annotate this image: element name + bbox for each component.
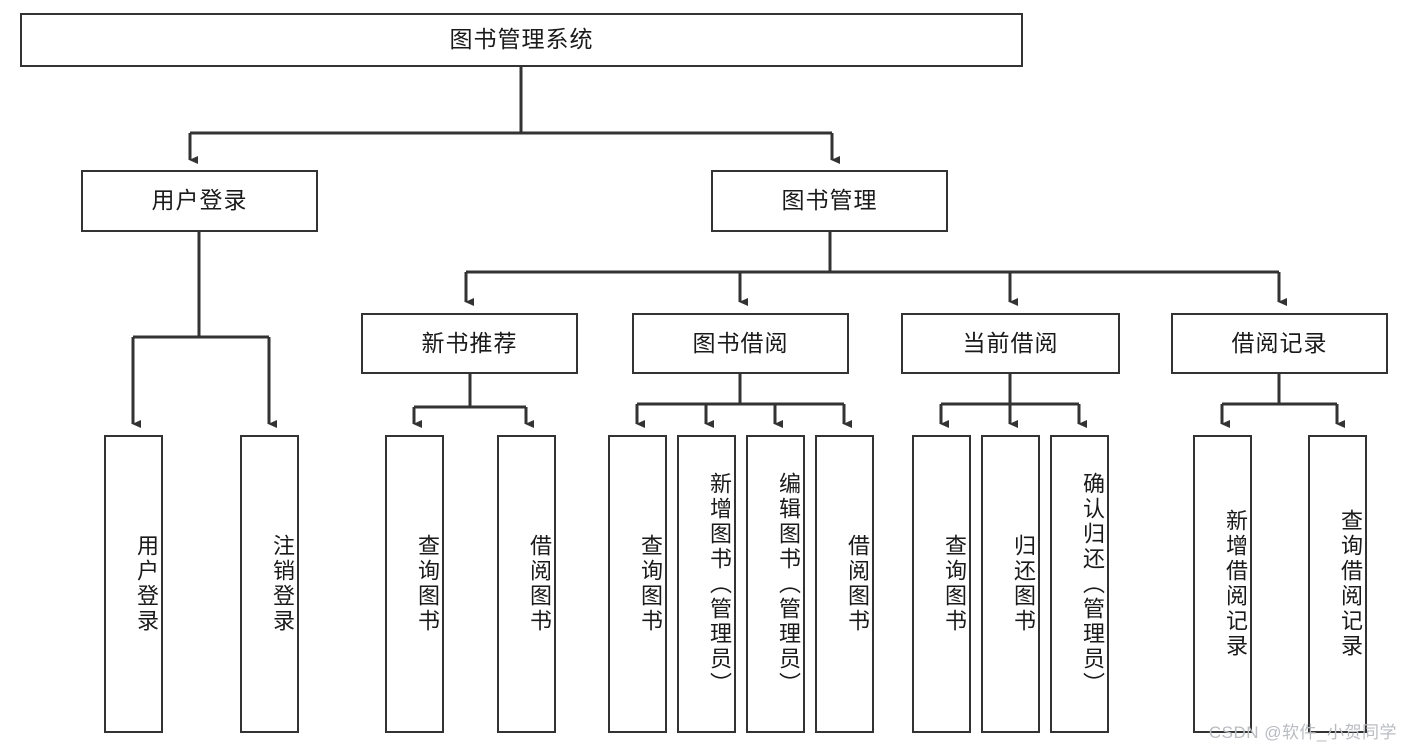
- leaf-node-query-book-recommend[interactable]: 查询图书: [385, 435, 444, 733]
- node-root-book-management-system[interactable]: 图书管理系统: [20, 13, 1023, 67]
- node-label: 注销登录: [270, 534, 295, 634]
- leaf-node-edit-book[interactable]: 编辑图书（管理员）: [746, 435, 805, 733]
- node-label: 编辑图书（管理员）: [776, 471, 801, 697]
- node-borrow-record[interactable]: 借阅记录: [1171, 313, 1388, 374]
- leaf-node-borrow-book-recommend[interactable]: 借阅图书: [497, 435, 556, 733]
- node-label: 用户登录: [151, 187, 248, 214]
- node-label: 新增图书（管理员）: [707, 471, 732, 697]
- leaf-node-user-logout[interactable]: 注销登录: [240, 435, 299, 733]
- node-label: 借阅记录: [1231, 329, 1328, 356]
- leaf-node-query-book-current[interactable]: 查询图书: [912, 435, 971, 733]
- leaf-node-query-borrow-record[interactable]: 查询借阅记录: [1308, 435, 1367, 733]
- leaf-node-borrow-book[interactable]: 借阅图书: [815, 435, 874, 733]
- node-label: 借阅图书: [527, 534, 552, 634]
- leaf-node-query-book-borrow[interactable]: 查询图书: [608, 435, 667, 733]
- node-label: 查询图书: [638, 534, 663, 634]
- node-label: 图书借阅: [692, 329, 789, 356]
- node-label: 图书管理: [781, 187, 878, 214]
- leaf-node-return-book[interactable]: 归还图书: [981, 435, 1040, 733]
- leaf-node-confirm-return[interactable]: 确认归还（管理员）: [1050, 435, 1109, 733]
- leaf-node-user-login[interactable]: 用户登录: [104, 435, 163, 733]
- node-label: 查询借阅记录: [1338, 509, 1363, 659]
- node-label: 确认归还（管理员）: [1080, 471, 1105, 697]
- leaf-node-add-book[interactable]: 新增图书（管理员）: [677, 435, 736, 733]
- node-label: 归还图书: [1011, 534, 1036, 634]
- node-book-manage[interactable]: 图书管理: [711, 170, 948, 232]
- node-label: 图书管理系统: [449, 26, 594, 53]
- node-new-book-recommend[interactable]: 新书推荐: [361, 313, 578, 374]
- leaf-node-add-borrow-record[interactable]: 新增借阅记录: [1193, 435, 1252, 733]
- node-book-borrow[interactable]: 图书借阅: [632, 313, 849, 374]
- node-label: 查询图书: [942, 534, 967, 634]
- node-label: 用户登录: [134, 534, 159, 634]
- node-current-borrow[interactable]: 当前借阅: [901, 313, 1120, 374]
- node-label: 新书推荐: [421, 329, 518, 356]
- node-label: 新增借阅记录: [1223, 509, 1248, 659]
- node-label: 查询图书: [415, 534, 440, 634]
- node-label: 当前借阅: [962, 329, 1059, 356]
- node-user-login[interactable]: 用户登录: [81, 170, 318, 232]
- node-label: 借阅图书: [845, 534, 870, 634]
